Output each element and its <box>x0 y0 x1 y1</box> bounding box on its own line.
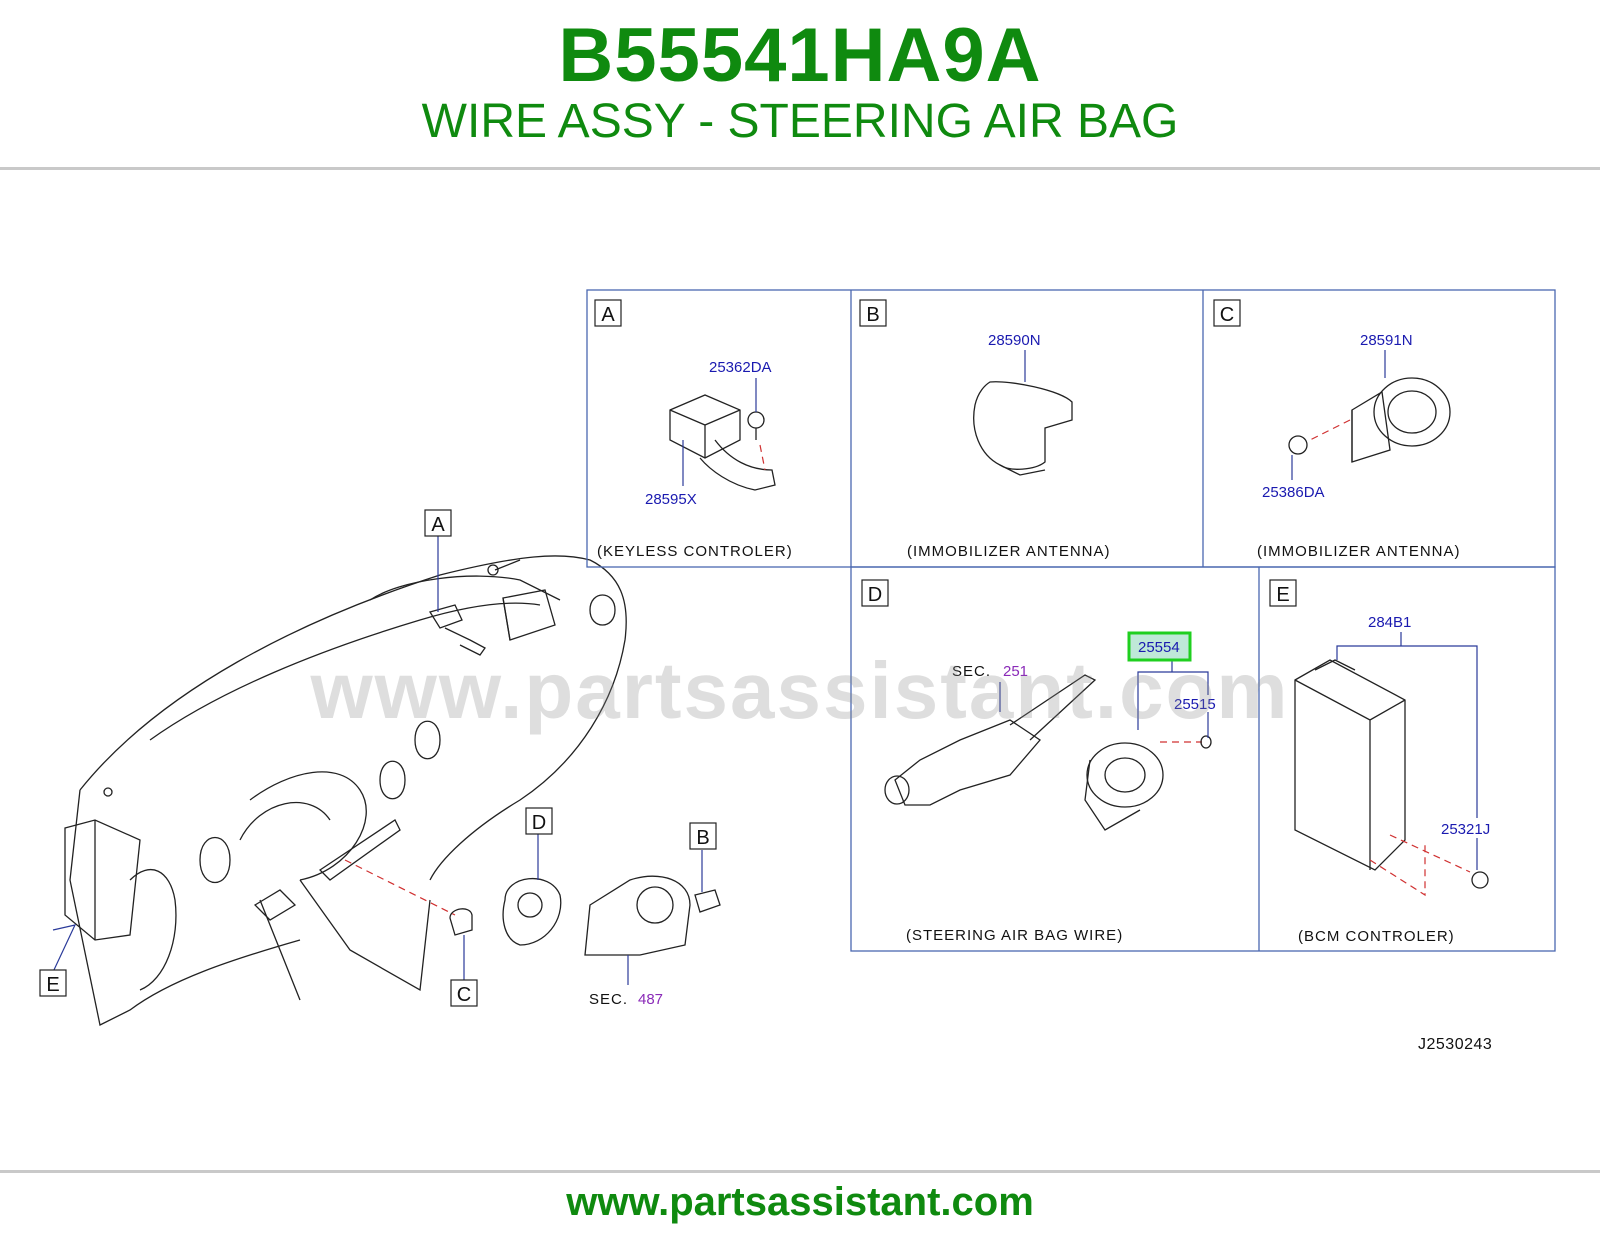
leader-dash-c <box>344 859 456 916</box>
panel-a-caption: (KEYLESS CONTROLER) <box>597 543 793 560</box>
svg-text:C: C <box>457 984 471 1006</box>
part-284B1[interactable]: 284B1 <box>1368 614 1411 631</box>
svg-text:A: A <box>431 514 445 536</box>
leader-e <box>52 924 77 973</box>
svg-text:E: E <box>46 974 59 996</box>
panel-e-caption: (BCM CONTROLER) <box>1298 928 1455 945</box>
part-25515[interactable]: 25515 <box>1174 696 1216 713</box>
callout-e: E <box>39 969 67 997</box>
dashboard-drawing <box>64 555 721 1026</box>
callout-d: D <box>525 807 553 835</box>
page-header: B55541HA9A WIRE ASSY - STEERING AIR BAG <box>0 0 1600 170</box>
detail-panels-frame <box>586 289 1556 952</box>
part-25386DA[interactable]: 25386DA <box>1262 484 1325 501</box>
panel-b-caption: (IMMOBILIZER ANTENNA) <box>907 543 1111 560</box>
sec-251-number[interactable]: 251 <box>1003 663 1028 680</box>
part-28595X[interactable]: 28595X <box>645 491 697 508</box>
panel-d: D SEC. 251 25554 25515 (STEERING AIR BAG… <box>861 579 1216 944</box>
sec-487-number[interactable]: 487 <box>638 991 663 1008</box>
header-divider <box>0 167 1600 170</box>
svg-text:B: B <box>866 304 879 326</box>
watermark: www.partsassistant.com <box>309 646 1289 735</box>
sec-251-prefix: SEC. <box>952 663 991 680</box>
highlight-box-25554 <box>1127 631 1192 662</box>
drawing-id: J2530243 <box>1418 1036 1492 1053</box>
svg-text:E: E <box>1276 584 1289 606</box>
part-25321J[interactable]: 25321J <box>1441 821 1490 838</box>
part-25362DA[interactable]: 25362DA <box>709 359 772 376</box>
panel-c: C 28591N 25386DA (IMMOBILIZER ANTENNA) <box>1213 299 1461 560</box>
panel-c-caption: (IMMOBILIZER ANTENNA) <box>1257 543 1461 560</box>
svg-text:D: D <box>532 812 546 834</box>
sec-487-prefix: SEC. <box>589 991 628 1008</box>
svg-text:C: C <box>1220 304 1234 326</box>
footer-website-link[interactable]: www.partsassistant.com <box>566 1180 1034 1224</box>
svg-text:D: D <box>868 584 882 606</box>
svg-text:B: B <box>696 827 709 849</box>
panel-e: E 284B1 25321J (BCM CONTROLER) <box>1269 579 1490 945</box>
panel-d-caption: (STEERING AIR BAG WIRE) <box>906 927 1123 944</box>
part-25554[interactable]: 25554 <box>1138 639 1180 656</box>
callout-a: A <box>424 509 452 537</box>
part-number-title: B55541HA9A <box>558 13 1042 98</box>
part-28590N[interactable]: 28590N <box>988 332 1041 349</box>
panel-b: B 28590N (IMMOBILIZER ANTENNA) <box>859 299 1111 560</box>
callout-b: B <box>689 822 717 850</box>
svg-text:A: A <box>601 304 615 326</box>
footer-divider <box>0 1170 1600 1173</box>
panel-a: A 25362DA 28595X (KEYLESS CONTROLER) <box>594 299 793 560</box>
callout-c: C <box>450 979 478 1007</box>
part-28591N[interactable]: 28591N <box>1360 332 1413 349</box>
part-description-title: WIRE ASSY - STEERING AIR BAG <box>421 95 1179 148</box>
